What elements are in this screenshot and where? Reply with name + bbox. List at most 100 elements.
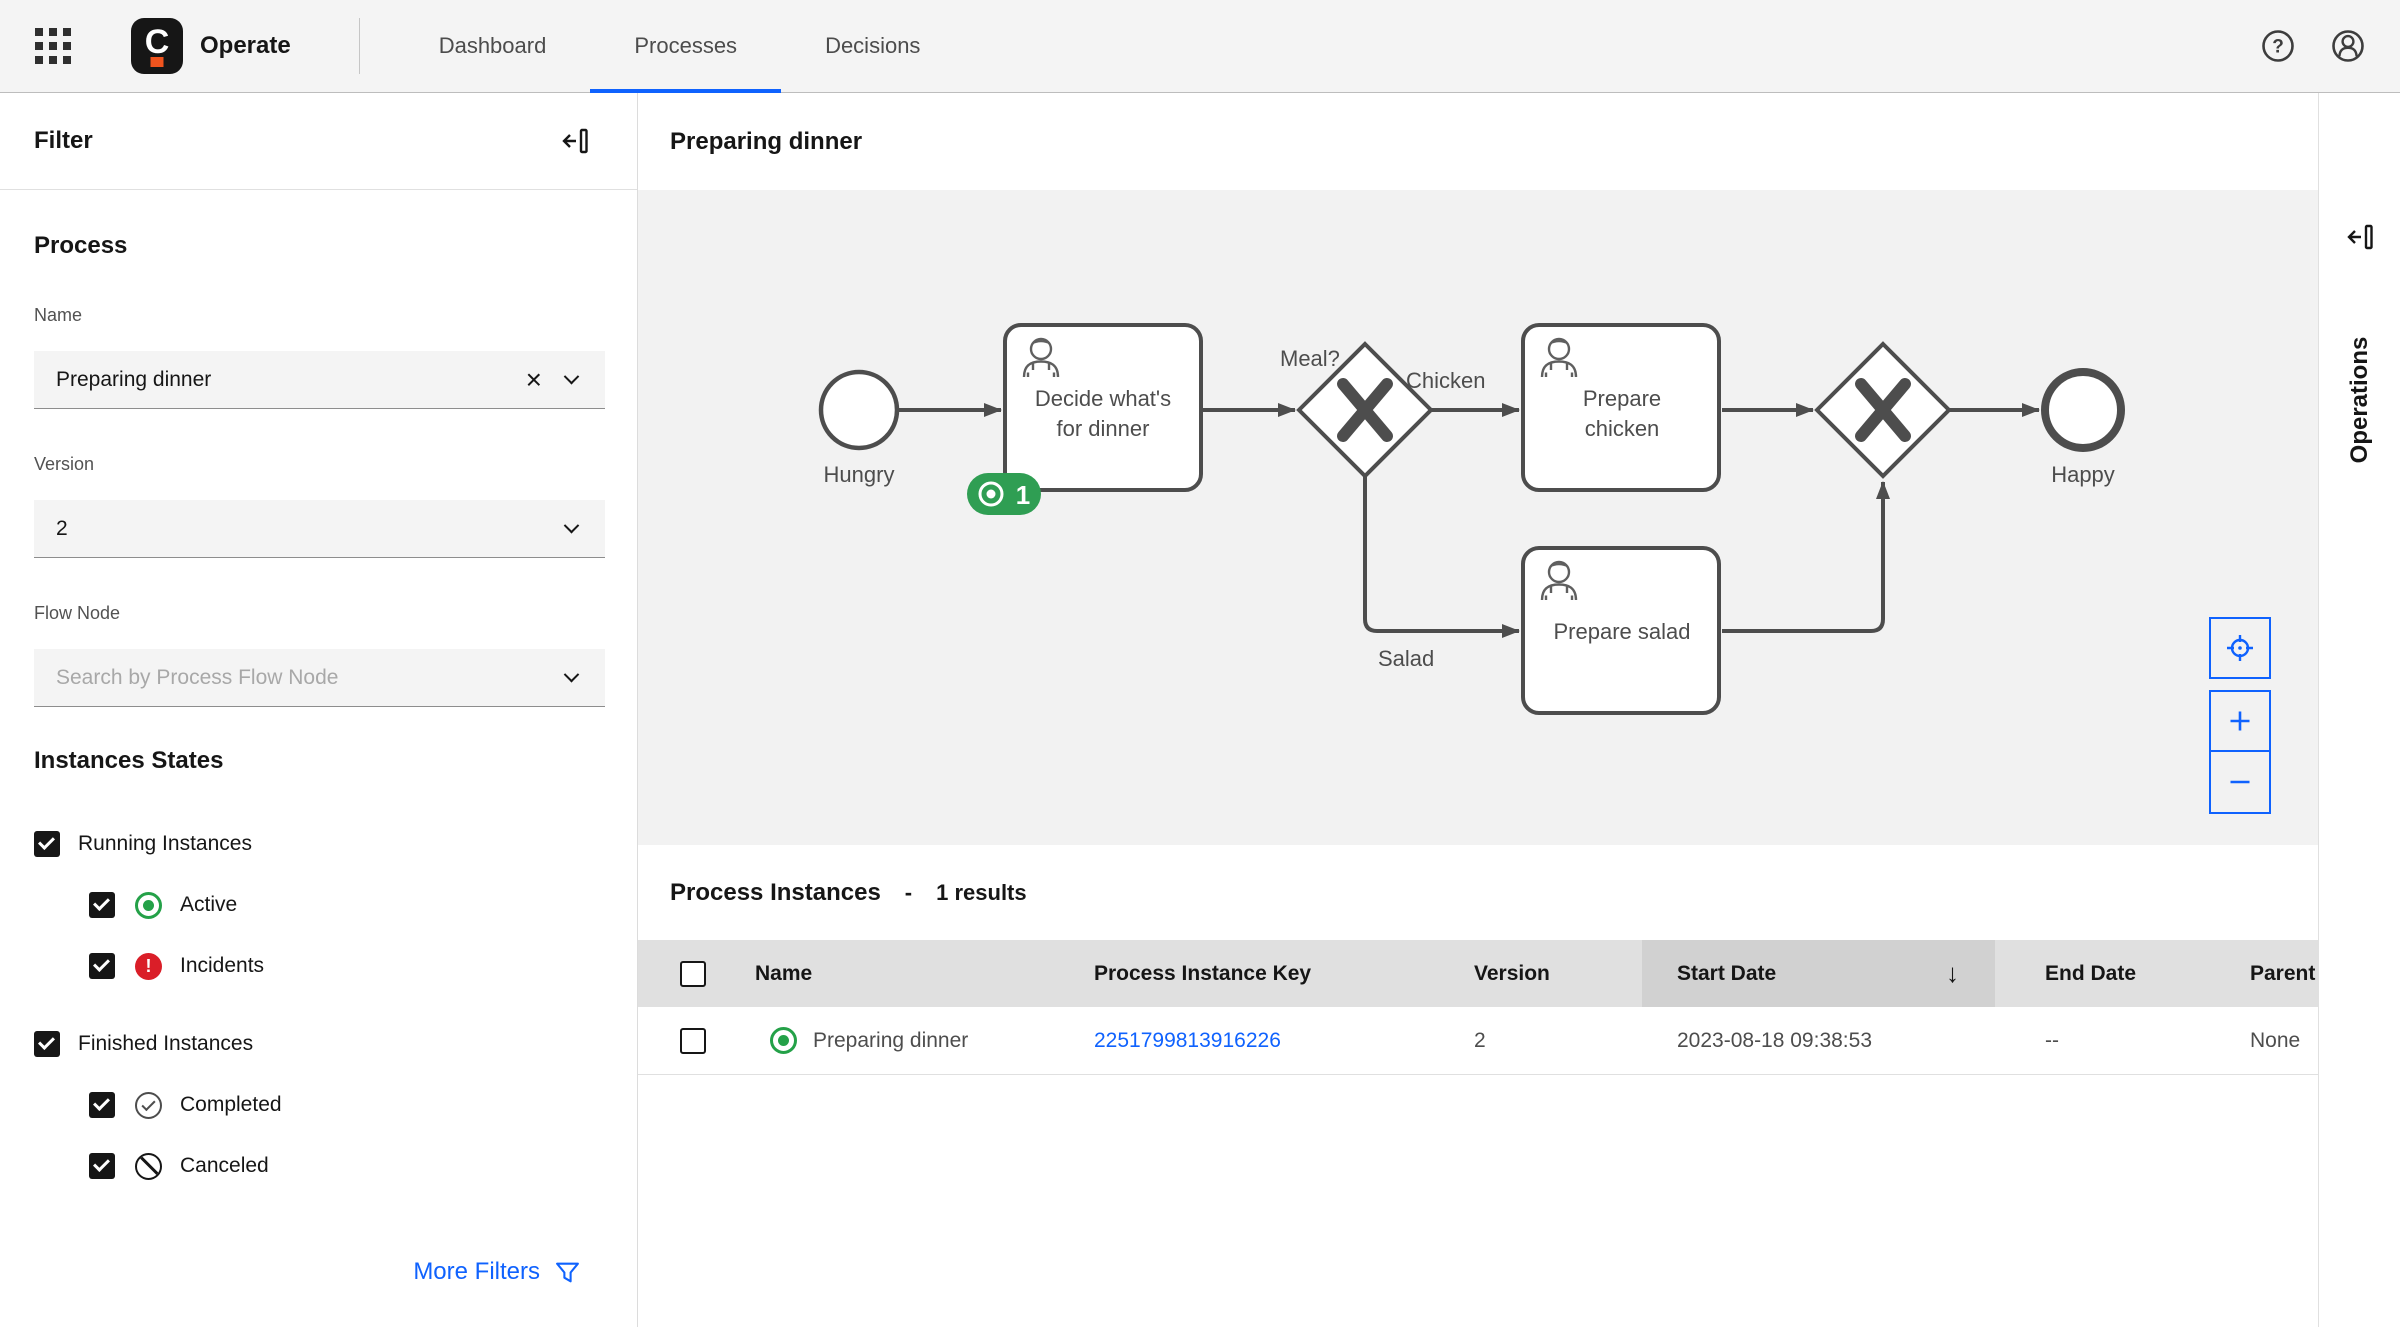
incident-state-icon: ! <box>135 952 162 980</box>
panel-collapse-icon <box>562 128 588 154</box>
flow-salad <box>1363 476 1520 638</box>
row-parent-key: None <box>2250 1028 2301 1052</box>
version-field-label: Version <box>34 454 95 474</box>
column-header-parent[interactable]: Parent Process Instance Key <box>2250 961 2318 985</box>
svg-text:chicken: chicken <box>1585 416 1660 441</box>
tab-dashboard[interactable]: Dashboard <box>395 0 591 93</box>
svg-text:for dinner: for dinner <box>1057 416 1150 441</box>
clear-name-icon[interactable]: × <box>525 363 542 395</box>
tab-processes[interactable]: Processes <box>590 0 782 93</box>
canceled-label: Canceled <box>180 1154 269 1177</box>
version-value: 2 <box>56 516 68 540</box>
tab-decisions[interactable]: Decisions <box>781 0 964 93</box>
process-name-combobox[interactable]: Preparing dinner × <box>34 351 605 409</box>
reset-diagram-view-button[interactable] <box>2209 617 2271 679</box>
column-header-version[interactable]: Version <box>1474 961 1550 985</box>
active-checkbox[interactable] <box>89 892 115 918</box>
process-title: Preparing dinner <box>670 127 863 155</box>
svg-text:Prepare salad: Prepare salad <box>1554 619 1691 644</box>
chevron-down-icon[interactable] <box>563 517 580 534</box>
top-bar: C Operate Dashboard Processes Decisions … <box>0 0 2400 93</box>
end-event-happy[interactable] <box>2041 368 2125 452</box>
active-row: Active <box>89 891 605 919</box>
main-nav: Dashboard Processes Decisions <box>395 0 965 93</box>
instances-separator: - <box>904 879 913 905</box>
operations-panel-title: Operations <box>2345 336 2373 464</box>
user-button[interactable] <box>2326 24 2370 68</box>
completed-label: Completed <box>180 1093 282 1116</box>
logo-cursor-mark <box>150 57 164 67</box>
canceled-checkbox[interactable] <box>89 1153 115 1179</box>
zoom-out-button[interactable] <box>2209 752 2271 814</box>
flow-node-select[interactable]: Search by Process Flow Node <box>34 649 605 707</box>
process-section-heading: Process <box>34 232 128 259</box>
running-instances-checkbox[interactable] <box>34 831 60 857</box>
row-process-name: Preparing dinner <box>813 1028 969 1052</box>
app-switcher-button[interactable] <box>31 24 75 68</box>
flow-node-placeholder: Search by Process Flow Node <box>56 665 339 689</box>
states-section-heading: Instances States <box>34 747 224 774</box>
zoom-in-button[interactable] <box>2209 690 2271 752</box>
chevron-down-icon[interactable] <box>563 368 580 385</box>
running-instances-row: Running Instances <box>34 830 605 858</box>
table-header-row: Name Process Instance Key Version Start … <box>638 940 2318 1007</box>
process-instance-key-link[interactable]: 2251799813916226 <box>1094 1028 1281 1052</box>
instances-result-count: 1 results <box>936 879 1027 905</box>
running-instances-label: Running Instances <box>78 832 252 855</box>
plus-icon <box>2230 711 2250 731</box>
svg-text:?: ? <box>2272 37 2284 58</box>
product-name: Operate <box>200 32 291 59</box>
instances-title: Process Instances <box>670 878 881 906</box>
incidents-row: ! Incidents <box>89 952 605 980</box>
version-select[interactable]: 2 <box>34 500 605 558</box>
finished-instances-checkbox[interactable] <box>34 1031 60 1057</box>
flow-node-field-label: Flow Node <box>34 603 121 623</box>
start-event-hungry[interactable] <box>818 369 900 451</box>
exclusive-gateway-meal[interactable] <box>1296 341 1434 479</box>
header-divider <box>358 18 360 74</box>
chevron-down-icon[interactable] <box>563 666 580 683</box>
expand-operations-panel-button[interactable] <box>2342 219 2378 255</box>
column-header-start-date[interactable]: Start Date ↓ <box>1642 940 1995 1007</box>
row-version: 2 <box>1474 1028 1486 1052</box>
user-task-prepare-salad[interactable]: Prepare salad <box>1521 546 1721 715</box>
incidents-checkbox[interactable] <box>89 953 115 979</box>
flow-salad-to-join <box>1722 481 1890 633</box>
main-area: Preparing dinner <box>638 93 2318 1327</box>
process-instance-row[interactable]: Preparing dinner 2251799813916226 2 2023… <box>638 1007 2318 1075</box>
column-header-key[interactable]: Process Instance Key <box>1094 961 1312 985</box>
select-row-checkbox[interactable] <box>680 1027 706 1054</box>
svg-text:Decide what's: Decide what's <box>1035 386 1171 411</box>
camunda-logo[interactable]: C <box>131 18 183 74</box>
minus-icon <box>2230 780 2250 784</box>
user-task-decide[interactable]: Decide what's for dinner <box>1003 323 1203 492</box>
bpmn-diagram-canvas[interactable]: Hungry Decide what's for dinner 1 <box>638 190 2318 845</box>
flow-salad-label: Salad <box>1378 646 1434 671</box>
operations-panel: Operations <box>2318 93 2400 1327</box>
completed-state-icon <box>135 1091 162 1119</box>
svg-text:Prepare: Prepare <box>1583 386 1661 411</box>
row-start-date: 2023-08-18 09:38:53 <box>1677 1028 1872 1052</box>
exclusive-gateway-join[interactable] <box>1814 341 1952 479</box>
completed-row: Completed <box>89 1091 605 1119</box>
grid-menu-icon <box>35 28 71 64</box>
incidents-label: Incidents <box>180 954 265 977</box>
panel-collapse-icon <box>2346 224 2373 250</box>
crosshair-icon <box>2227 635 2253 661</box>
filter-panel: Filter Process Name Preparing dinner × V… <box>0 93 638 1327</box>
completed-checkbox[interactable] <box>89 1092 115 1118</box>
select-all-checkbox[interactable] <box>680 960 706 987</box>
more-filters-button[interactable]: More Filters <box>413 1258 581 1286</box>
help-button[interactable]: ? <box>2256 24 2300 68</box>
bpmn-diagram: Hungry Decide what's for dinner 1 <box>818 323 2125 715</box>
name-field-label: Name <box>34 305 83 325</box>
column-header-end-date[interactable]: End Date <box>2045 961 2137 985</box>
filter-title: Filter <box>34 127 93 154</box>
collapse-filter-panel-button[interactable] <box>557 123 593 159</box>
more-filters-label: More Filters <box>413 1258 540 1285</box>
column-header-name[interactable]: Name <box>755 961 813 985</box>
svg-text:1: 1 <box>1016 480 1030 510</box>
canceled-state-icon <box>135 1152 162 1180</box>
canceled-row: Canceled <box>89 1152 605 1180</box>
user-task-prepare-chicken[interactable]: Prepare chicken <box>1521 323 1721 492</box>
